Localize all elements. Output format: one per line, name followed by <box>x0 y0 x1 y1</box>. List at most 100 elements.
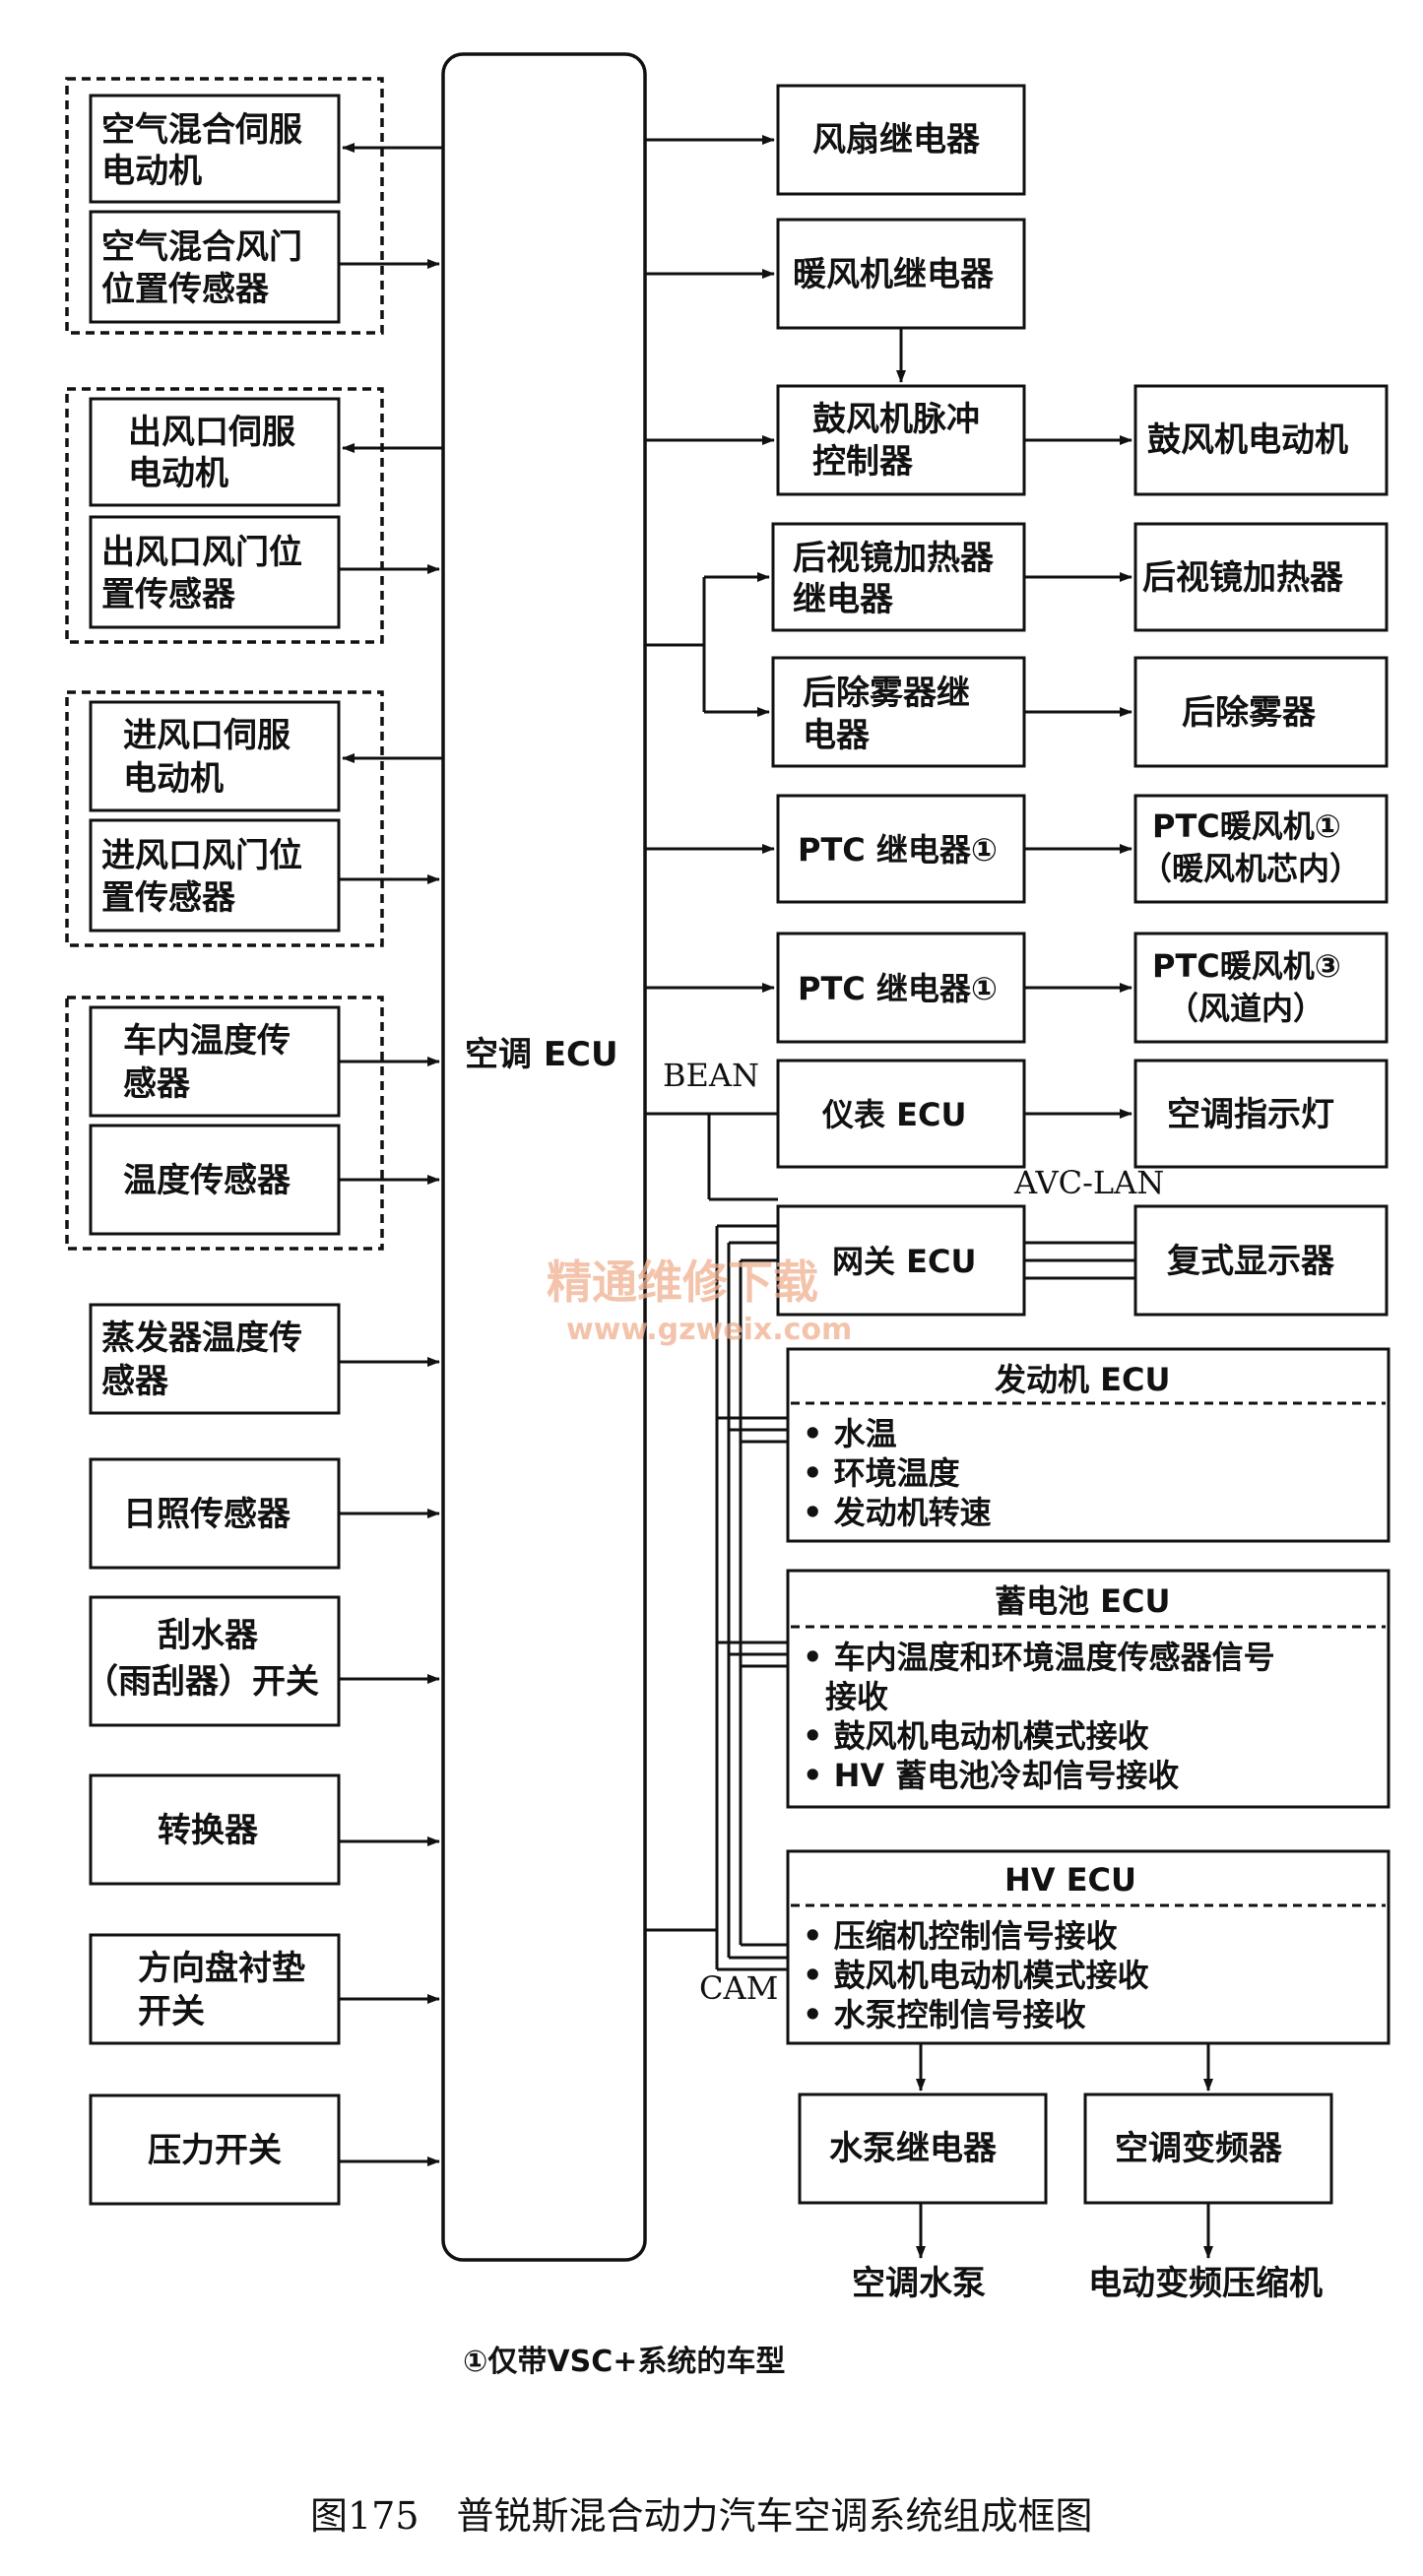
compressor-label: 电动变频压缩机 <box>1088 2264 1323 2303</box>
hv-ecu-item-2: • 鼓风机电动机模式接收 <box>803 1957 1149 1994</box>
blower-motor-label: 鼓风机电动机 <box>1147 420 1348 460</box>
ptc-heater-core-box: PTC暖风机① （暖风机芯内） <box>1133 794 1389 904</box>
ac-indicator-label: 空调指示灯 <box>1167 1095 1334 1134</box>
outlet-sensor-line1: 出风口风门位 <box>101 533 302 572</box>
battery-ecu-item-3: • HV 蓄电池冷却信号接收 <box>803 1757 1179 1794</box>
gateway-ecu-label: 网关 ECU <box>832 1243 976 1280</box>
ac-water-pump-label: 空调水泵 <box>852 2264 986 2303</box>
engine-ecu-item-3: • 发动机转速 <box>803 1494 992 1531</box>
blower-motor-box: 鼓风机电动机 <box>1133 384 1389 496</box>
hv-ecu-title: HV ECU <box>1004 1861 1136 1899</box>
intake-servo-line2: 电动机 <box>123 759 224 799</box>
ac-ecu: 空调 ECU <box>441 52 647 2262</box>
battery-ecu-title: 蓄电池 ECU <box>995 1582 1170 1620</box>
pump-relay-label: 水泵继电器 <box>829 2129 998 2168</box>
blower-pulse-controller-box: 鼓风机脉冲 控制器 <box>776 384 1026 496</box>
ptc-relay-2-label: PTC 继电器① <box>798 970 998 1007</box>
ptc-relay-1-box: PTC 继电器① <box>776 794 1026 904</box>
outlet-sensor-line2: 置传感器 <box>101 575 236 614</box>
defogger-relay-line2: 电器 <box>803 716 871 755</box>
air-mix-servo-box: 空气混合伺服 电动机 <box>89 94 341 204</box>
multi-display-box: 复式显示器 <box>1133 1204 1389 1317</box>
mirror-relay-line1: 后视镜加热器 <box>793 539 995 578</box>
intake-servo-line1: 进风口伺服 <box>123 716 291 755</box>
converter-box: 转换器 <box>89 1773 341 1886</box>
outlet-group <box>65 387 384 644</box>
wiper-switch-box: 刮水器 （雨刮器）开关 <box>85 1595 341 1727</box>
meter-ecu-box: 仪表 ECU <box>776 1059 1026 1169</box>
ptc-heater-1-line2: （暖风机芯内） <box>1140 850 1361 887</box>
ptc-heater-2-line1: PTC暖风机③ <box>1152 947 1341 985</box>
ptc-relay-1-label: PTC 继电器① <box>798 831 998 869</box>
ptc-heater-duct-box: PTC暖风机③ （风道内） <box>1133 932 1389 1044</box>
intake-sensor-line1: 进风口风门位 <box>101 836 302 875</box>
hv-ecu-box: HV ECU • 压缩机控制信号接收 • 鼓风机电动机模式接收 • 水泵控制信号… <box>786 1849 1391 2045</box>
engine-ecu-title: 发动机 ECU <box>995 1361 1170 1398</box>
figure-caption: 图175 普锐斯混合动力汽车空调系统组成框图 <box>310 2494 1093 2538</box>
air-mix-servo-line1: 空气混合伺服 <box>101 110 302 150</box>
mirror-heater-box: 后视镜加热器 <box>1133 522 1389 632</box>
cam-bus-label: CAM <box>699 1969 778 2007</box>
evap-temp-line2: 感器 <box>101 1362 169 1401</box>
solar-sensor-box: 日照传感器 <box>89 1457 341 1570</box>
ptc-relay-2-box: PTC 继电器① <box>776 932 1026 1044</box>
meter-ecu-label: 仪表 ECU <box>821 1096 966 1133</box>
outlet-servo-line1: 出风口伺服 <box>128 413 295 452</box>
intake-sensor-box: 进风口风门位 置传感器 <box>89 818 341 933</box>
input-connectors <box>339 143 443 2166</box>
engine-ecu-box: 发动机 ECU • 水温 • 环境温度 • 发动机转速 <box>786 1347 1391 1543</box>
defogger-relay-line1: 后除雾器继 <box>803 674 970 713</box>
ac-inverter-box: 空调变频器 <box>1083 2093 1333 2205</box>
steering-pad-line1: 方向盘衬垫 <box>138 1949 305 1988</box>
blower-pulse-line2: 控制器 <box>812 442 914 482</box>
fan-relay-box: 风扇继电器 <box>776 84 1026 196</box>
intake-sensor-line2: 置传感器 <box>101 878 236 918</box>
outlet-sensor-box: 出风口风门位 置传感器 <box>89 515 341 629</box>
intake-group <box>65 690 384 947</box>
pressure-switch-line1: 压力开关 <box>148 2131 282 2170</box>
cabin-temp-sensor-box: 车内温度传 感器 <box>89 1005 341 1118</box>
heater-relay-box: 暖风机继电器 <box>776 218 1026 330</box>
engine-ecu-item-2: • 环境温度 <box>803 1454 960 1492</box>
hv-ecu-item-3: • 水泵控制信号接收 <box>803 1996 1086 2033</box>
ac-inverter-label: 空调变频器 <box>1115 2129 1283 2168</box>
mirror-heater-relay-box: 后视镜加热器 继电器 <box>771 522 1026 632</box>
air-mix-servo-line2: 电动机 <box>101 152 202 191</box>
multi-display-label: 复式显示器 <box>1167 1242 1335 1281</box>
mirror-heater-label: 后视镜加热器 <box>1142 558 1344 598</box>
battery-ecu-box: 蓄电池 ECU • 车内温度和环境温度传感器信号 接收 • 鼓风机电动机模式接收… <box>786 1569 1391 1809</box>
temperature-group <box>65 996 384 1251</box>
watermark-text: 精通维修下载 <box>547 1256 818 1309</box>
air-mix-group <box>65 77 384 335</box>
fan-relay-label: 风扇继电器 <box>812 120 981 160</box>
rear-defogger-box: 后除雾器 <box>1133 656 1389 768</box>
battery-ecu-item-1: • 车内温度和环境温度传感器信号 <box>803 1639 1275 1676</box>
avc-lan-bus-label: AVC-LAN <box>1013 1164 1164 1201</box>
hv-ecu-item-1: • 压缩机控制信号接收 <box>803 1917 1118 1955</box>
ptc-heater-2-line2: （风道内） <box>1167 990 1325 1027</box>
footnote: ①仅带VSC+系统的车型 <box>463 2345 785 2379</box>
air-mix-sensor-line2: 位置传感器 <box>101 270 270 309</box>
outlet-servo-line2: 电动机 <box>128 454 228 493</box>
pressure-switch-box: 压力开关 <box>89 2093 341 2206</box>
ac-ecu-label: 空调 ECU <box>465 1035 618 1074</box>
converter-line1: 转换器 <box>158 1811 259 1850</box>
temp-sensor-box: 温度传感器 <box>89 1124 341 1236</box>
defogger-relay-box: 后除雾器继 电器 <box>771 656 1026 768</box>
pump-relay-box: 水泵继电器 <box>798 2093 1048 2205</box>
intake-servo-box: 进风口伺服 电动机 <box>89 700 341 812</box>
ac-indicator-box: 空调指示灯 <box>1133 1059 1389 1169</box>
air-mix-sensor-line1: 空气混合风门 <box>101 227 302 267</box>
ptc-heater-1-line1: PTC暖风机① <box>1152 807 1341 845</box>
defogger-label: 后除雾器 <box>1182 693 1317 733</box>
cabin-temp-line1: 车内温度传 <box>123 1021 291 1061</box>
engine-ecu-item-1: • 水温 <box>803 1415 897 1452</box>
evap-temp-line1: 蒸发器温度传 <box>101 1319 302 1358</box>
battery-ecu-item-2: • 鼓风机电动机模式接收 <box>803 1717 1149 1755</box>
mirror-relay-line2: 继电器 <box>793 580 894 619</box>
blower-pulse-line1: 鼓风机脉冲 <box>812 400 980 439</box>
wiper-switch-line2: （雨刮器）开关 <box>85 1662 319 1702</box>
output-connectors <box>645 135 1213 2259</box>
battery-ecu-item-1b: 接收 <box>825 1678 888 1715</box>
